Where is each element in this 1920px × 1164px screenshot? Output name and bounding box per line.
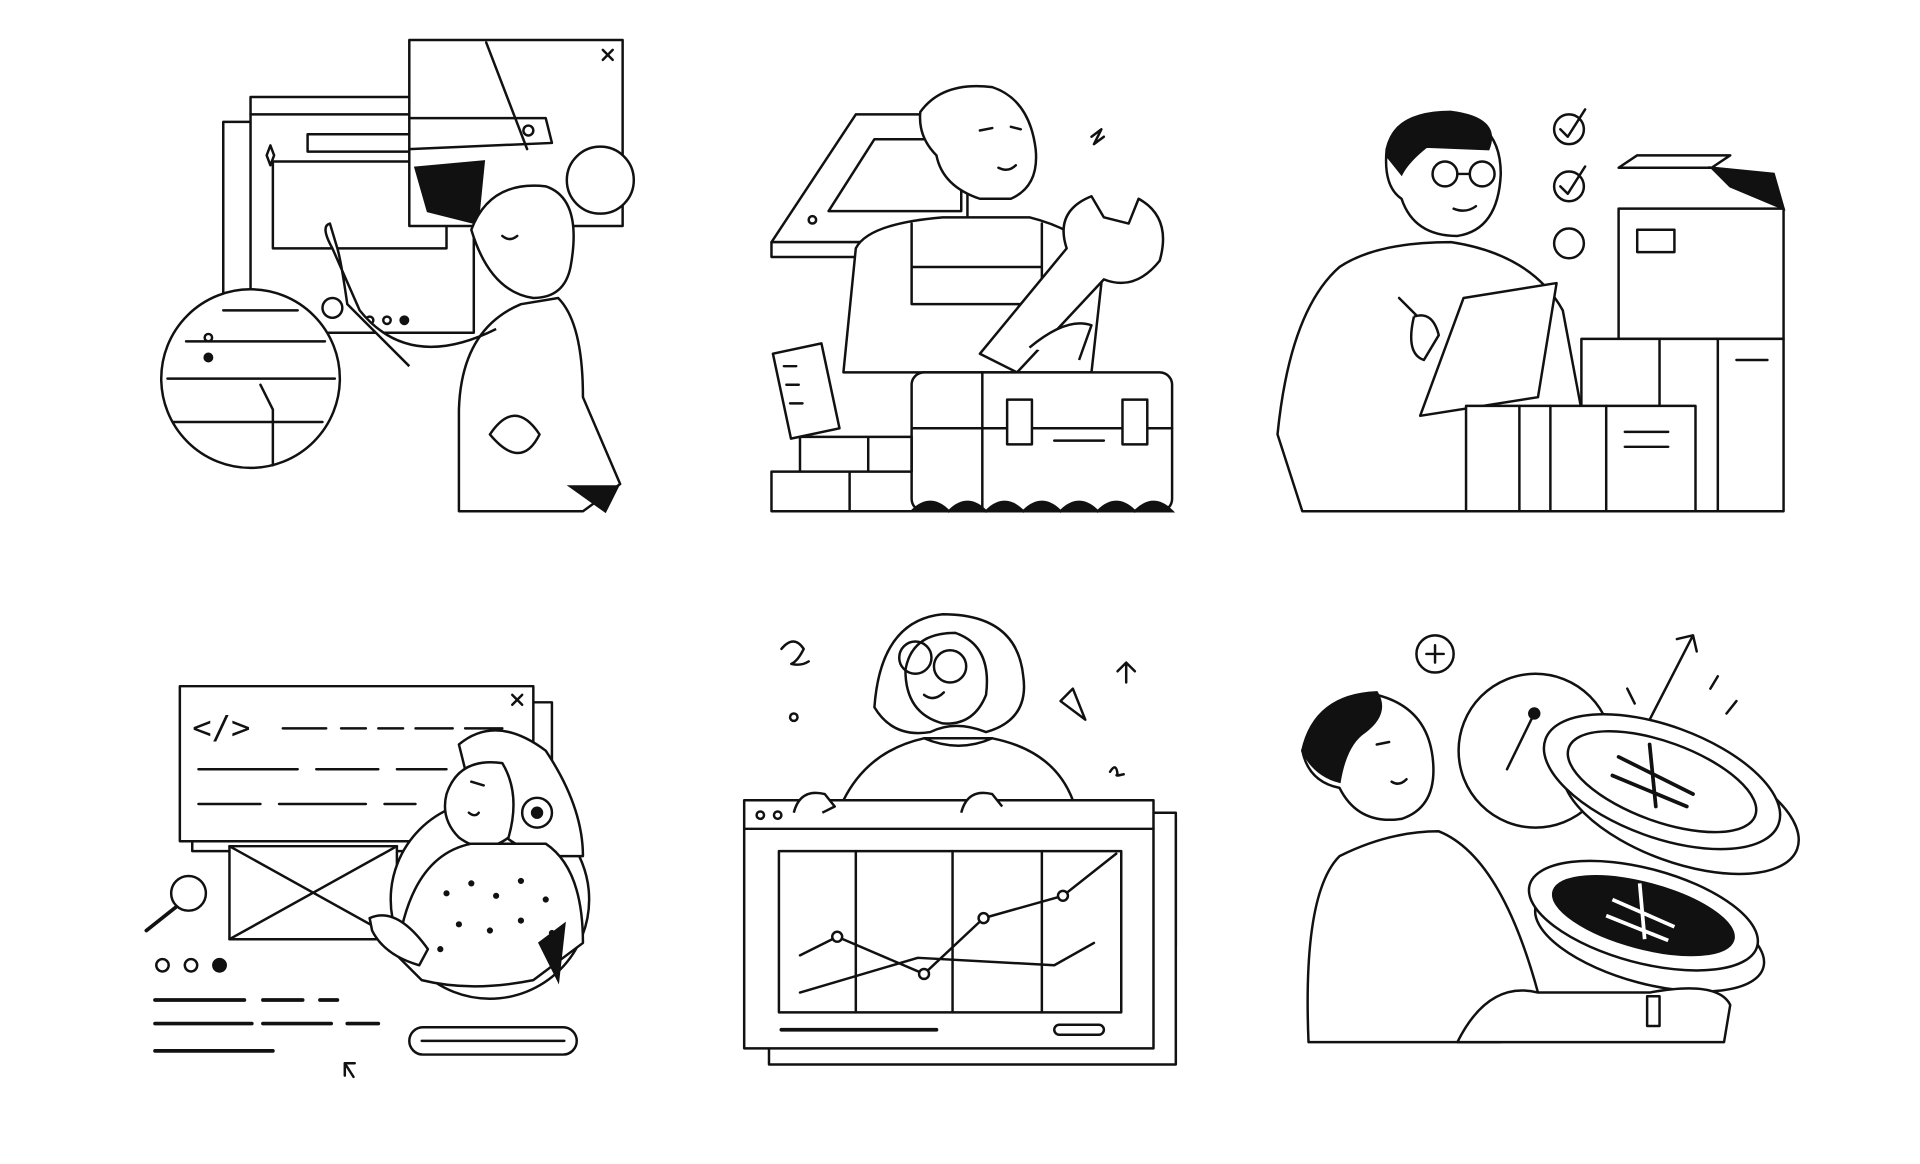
hair-bun xyxy=(565,145,636,215)
close-icon xyxy=(511,693,524,707)
plus-icon xyxy=(1415,634,1455,674)
wrench-icon xyxy=(978,195,1165,374)
code-symbol: </> xyxy=(192,708,250,746)
scene-chart-board xyxy=(742,613,1178,1066)
scene-worker-toolbox xyxy=(770,84,1176,514)
chart-line-1 xyxy=(798,852,1118,976)
chart-window xyxy=(742,799,1155,1050)
magnifier-icon xyxy=(144,874,208,933)
scene-coins-growth xyxy=(1301,634,1800,1044)
cursor-icon xyxy=(343,1062,356,1079)
scene-woman-windows xyxy=(160,38,636,514)
scene-support-code: </> xyxy=(144,684,591,1079)
growth-arrow-icon xyxy=(1648,634,1698,721)
scene-inventory-check xyxy=(1276,108,1786,513)
chart-line-2 xyxy=(798,941,1096,994)
